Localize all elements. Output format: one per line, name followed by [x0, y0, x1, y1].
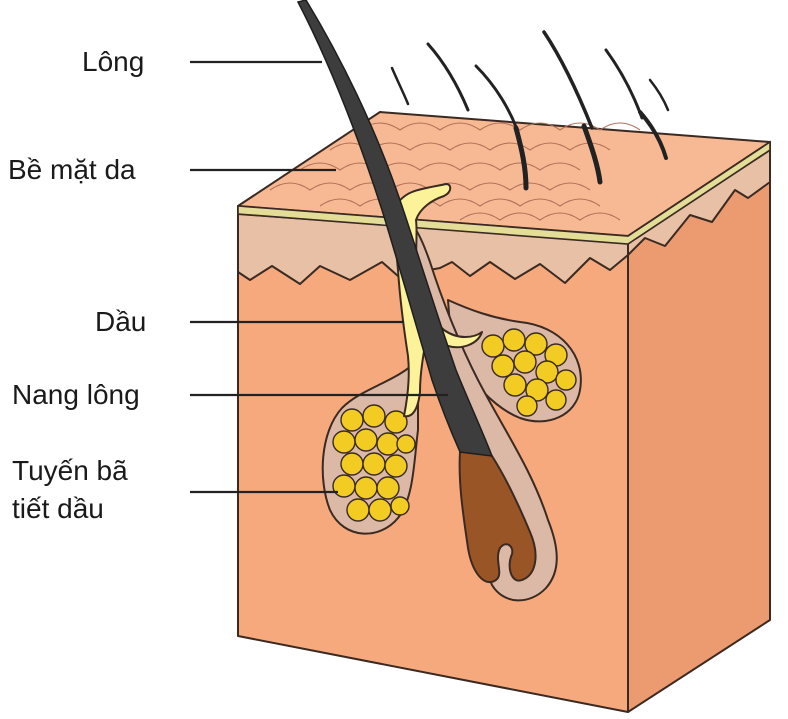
- label-oil: Dầu: [95, 306, 146, 337]
- hair-bulb: [458, 448, 537, 583]
- label-skin-surface: Bề mặt da: [8, 154, 136, 185]
- label-hair: Lông: [82, 46, 144, 77]
- dermis-band-side: [627, 149, 771, 256]
- gland-cells-right: [481, 328, 577, 417]
- label-follicle: Nang lông: [12, 379, 140, 410]
- hair-shaft: [296, 0, 494, 457]
- skin-surface-line: [237, 140, 771, 245]
- small-hairs: [390, 30, 670, 191]
- dermis-band: [237, 213, 629, 285]
- gland-cells-left: [332, 404, 416, 522]
- label-gland-line1: Tuyến bã: [12, 455, 128, 486]
- label-gland-line2: tiết dầu: [12, 493, 104, 524]
